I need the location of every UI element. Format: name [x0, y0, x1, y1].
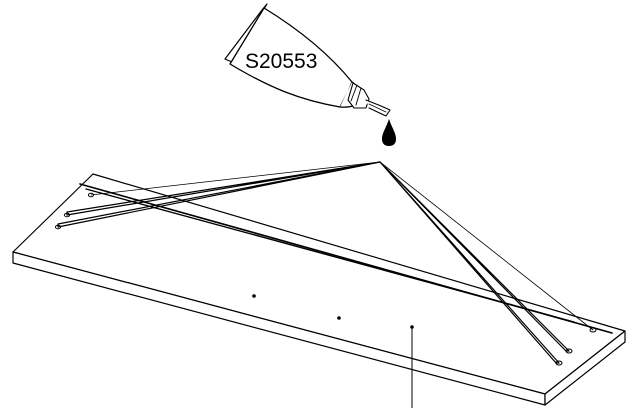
hole-right-1 [589, 327, 597, 333]
line-to-hole-left-2 [66, 161, 381, 216]
panel-groove-lower [85, 188, 575, 323]
hole-middle-1 [252, 294, 256, 298]
hole-middle-2 [337, 316, 341, 320]
application-lines [57, 161, 594, 364]
tube-cap-ridge-2 [355, 87, 362, 106]
line-to-hole-right-3 [379, 161, 560, 364]
tube-nozzle-line [368, 103, 387, 113]
line-to-hole-right-1 [379, 161, 594, 331]
tube-label: S20553 [245, 50, 317, 73]
panel-end-face [544, 330, 626, 406]
panel-board [12, 173, 626, 408]
line-to-hole-left-1 [90, 161, 381, 196]
line-to-hole-right-2 [379, 161, 570, 352]
adhesive-tube-icon: S20553 [224, 3, 391, 117]
adhesive-drop-icon [382, 119, 396, 146]
line-to-hole-left-3 [57, 161, 381, 228]
tube-cap-ridge-1 [350, 84, 358, 102]
